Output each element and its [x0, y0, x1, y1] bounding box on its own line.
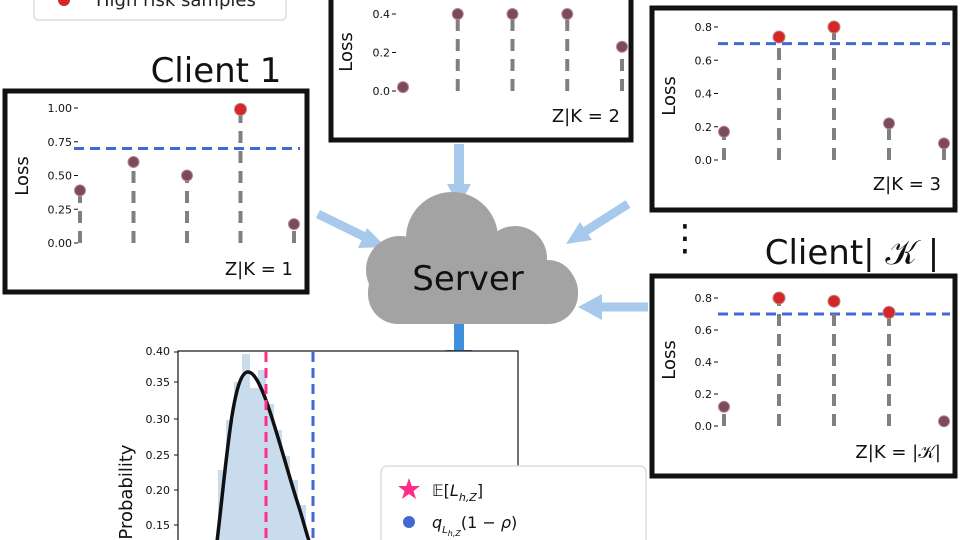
sample-point [288, 218, 300, 231]
hist-legend-box [380, 465, 647, 540]
y-tick-label: 0.4 [373, 8, 391, 21]
y-tick-label: 0.6 [695, 54, 713, 67]
distribution-chart: 0.40 0.35 0.30 0.25 0.20 0.15 Probabilit… [116, 345, 647, 540]
dot-marker-icon [403, 516, 415, 528]
high-risk-sample-point [234, 102, 247, 116]
y-tick-label: 0.40 [146, 345, 171, 358]
x-axis-label: Z|K = |𝒦| [855, 442, 941, 463]
density-curve [215, 370, 311, 540]
sample-point [938, 137, 950, 150]
hist-bar [266, 404, 274, 540]
hist-legend: 𝔼[Lh,Z] qLh,Z(1 − ρ) [380, 465, 647, 540]
y-tick-label: 0.8 [695, 21, 713, 34]
client-1-title: Client 1 [151, 51, 282, 91]
y-axis-label: Loss [659, 340, 680, 379]
hist-bar [290, 480, 298, 540]
server-label: Server [412, 259, 524, 299]
sample-point [616, 40, 628, 53]
y-tick-label: 0.0 [695, 154, 713, 167]
y-tick-label: 0.00 [48, 237, 73, 250]
y-tick-label: 0.75 [48, 136, 73, 149]
y-tick-label: 0.15 [146, 519, 171, 532]
arrow-clientK-to-server [578, 294, 648, 320]
top-legend: High risk samples [33, 0, 287, 21]
y-axis-label: Loss [336, 32, 357, 71]
high-risk-marker-icon [58, 0, 70, 6]
hist-bar [242, 354, 250, 540]
y-tick-label: 1.00 [48, 102, 73, 115]
cloud-icon [366, 192, 578, 324]
y-tick-label: 0.2 [373, 47, 391, 60]
arrow-client1-to-server [316, 209, 386, 248]
y-tick-label: 0.2 [695, 388, 713, 401]
y-tick-label: 0.25 [146, 449, 171, 462]
sample-point [938, 415, 950, 428]
hist-y-axis-label: Probability [116, 444, 137, 539]
x-axis-label: Z|K = 1 [225, 259, 293, 280]
x-axis-label: Z|K = 3 [873, 174, 941, 195]
hist-y-ticks: 0.40 0.35 0.30 0.25 0.20 0.15 [146, 345, 171, 532]
y-tick-label: 0.4 [695, 356, 713, 369]
sample-point [451, 8, 464, 20]
sample-point [883, 117, 895, 130]
client-2-panel [328, 0, 634, 143]
arrow-client3-to-server [566, 200, 631, 244]
client-k-panel [649, 273, 958, 479]
y-tick-label: 0.35 [146, 376, 171, 389]
high-risk-sample-point [827, 294, 841, 308]
server-cloud: Server [366, 192, 578, 324]
sample-point [74, 184, 86, 197]
y-tick-label: 0.25 [48, 203, 73, 216]
sample-point [127, 156, 140, 168]
y-tick-label: 0.6 [695, 324, 713, 337]
client-1-panel [2, 88, 310, 295]
star-marker-icon [398, 478, 420, 499]
hist-bar [226, 420, 234, 540]
sample-point [718, 400, 730, 413]
sample-point [561, 8, 574, 20]
client-k-loss-chart: Loss 0.0 0.2 0.4 0.6 0.8Z|K = |𝒦| [659, 291, 950, 463]
y-axis-label: Loss [12, 156, 33, 195]
sample-point [506, 8, 519, 20]
hist-bar [274, 430, 282, 540]
hist-bar [234, 382, 242, 540]
legend-quantile-label: qLh,Z(1 − ρ) [432, 513, 517, 538]
hist-bar [258, 370, 266, 540]
y-tick-label: 0.30 [146, 413, 171, 426]
y-tick-label: 0.0 [695, 420, 713, 433]
sample-point [181, 169, 193, 182]
y-tick-label: 0.0 [373, 85, 391, 98]
ellipsis-vertical-icon: ⋮ [667, 218, 703, 259]
sample-point [718, 125, 730, 138]
client-2-loss-chart: Loss 0.0 0.2 0.4Z|K = 2 [336, 8, 628, 127]
high-risk-sample-point [772, 30, 786, 44]
y-axis-label: Loss [659, 76, 680, 115]
hist-bar [250, 388, 258, 540]
y-tick-label: 0.8 [695, 292, 713, 305]
high-risk-sample-point [772, 291, 786, 305]
y-tick-label: 0.20 [146, 484, 171, 497]
x-axis-label: Z|K = 2 [552, 106, 620, 127]
legend-high-risk-label: High risk samples [96, 0, 256, 11]
high-risk-sample-point [882, 305, 896, 319]
hist-bar [282, 456, 290, 540]
client-3-panel [649, 5, 958, 213]
high-risk-sample-point [827, 20, 841, 34]
y-tick-label: 0.4 [695, 88, 713, 101]
y-tick-label: 0.50 [48, 170, 73, 183]
client-1-loss-chart: Loss 0.00 0.25 0.50 0.75 1.00Z|K = 1 [12, 102, 300, 280]
sample-point [397, 81, 409, 94]
client-3-loss-chart: Loss 0.0 0.2 0.4 0.6 0.8Z|K = 3 [659, 20, 950, 195]
legend-box [33, 0, 287, 21]
y-tick-label: 0.2 [695, 121, 713, 134]
client-k-title: Client| 𝒦 | [765, 233, 940, 273]
